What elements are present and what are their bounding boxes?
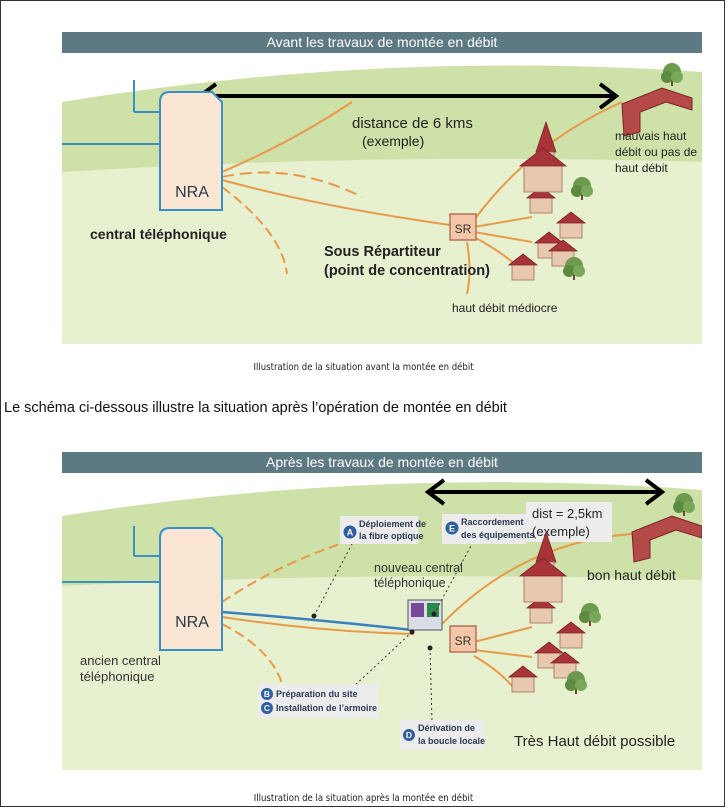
banner-before bbox=[62, 32, 702, 53]
nra-label: NRA bbox=[175, 614, 209, 631]
sr-label: SR bbox=[455, 634, 472, 648]
copper-line bbox=[473, 649, 533, 658]
copper-line bbox=[466, 241, 471, 295]
copper-line bbox=[473, 231, 533, 243]
copper-line bbox=[221, 616, 415, 635]
nra-box bbox=[159, 527, 223, 651]
copper-line bbox=[221, 623, 285, 693]
step-a-badge: A bbox=[347, 528, 354, 538]
step-b-text: Préparation du site bbox=[276, 689, 358, 699]
sr-box bbox=[449, 625, 477, 653]
village bbox=[508, 120, 593, 281]
step-d-callout: D Dérivation de la boucle locale bbox=[400, 720, 485, 750]
step-a-text-2: la fibre optique bbox=[359, 531, 424, 541]
banner-before-title: Avant les travaux de montée en débit bbox=[267, 34, 498, 50]
sr-box bbox=[449, 213, 477, 241]
copper-line bbox=[473, 626, 533, 643]
ancien-label: ancien central bbox=[80, 653, 161, 668]
mauvais-label-3: haut débit bbox=[615, 161, 668, 175]
dist-example: (exemple) bbox=[532, 524, 590, 539]
step-e-badge: E bbox=[449, 524, 455, 534]
copper-line bbox=[221, 179, 451, 226]
remote-house bbox=[631, 493, 702, 563]
fiber-line bbox=[221, 610, 413, 632]
step-d-text: Dérivation de bbox=[418, 723, 475, 733]
central-label: central téléphonique bbox=[90, 226, 227, 242]
bon-label: bon haut débit bbox=[587, 567, 676, 583]
village bbox=[508, 530, 601, 694]
banner-after bbox=[62, 452, 702, 473]
copper-line bbox=[221, 539, 353, 603]
diagram-after: Après les travaux de montée en débit dis… bbox=[62, 452, 702, 770]
copper-line bbox=[221, 101, 353, 173]
remote-house bbox=[621, 63, 693, 137]
caption-before: Illustration de la situation avant la mo… bbox=[253, 362, 474, 373]
step-c-text: Installation de l’armoire bbox=[276, 703, 377, 713]
step-d-text-2: la boucle locale bbox=[418, 736, 485, 746]
ancien-label-2: téléphonique bbox=[80, 669, 154, 684]
step-e-text: Raccordement bbox=[461, 517, 524, 527]
tres-haut-label: Très Haut débit possible bbox=[514, 733, 675, 750]
distance-example: (exemple) bbox=[362, 133, 424, 149]
sous-rep-title: Sous Répartiteur bbox=[324, 244, 441, 260]
nouveau-label: nouveau central bbox=[374, 561, 463, 575]
nra-label: NRA bbox=[175, 184, 209, 201]
caption-after: Illustration de la situation après la mo… bbox=[253, 793, 474, 804]
nouveau-label-2: téléphonique bbox=[374, 576, 446, 590]
copper-line bbox=[473, 216, 533, 228]
body-paragraph: Le schéma ci-dessous illustre la situati… bbox=[4, 400, 507, 416]
copper-line bbox=[221, 171, 363, 198]
nra-box bbox=[159, 91, 223, 211]
step-a-text: Déploiement de bbox=[359, 519, 426, 529]
step-bc-callout: B Préparation du site C Installation de … bbox=[258, 684, 378, 718]
new-cabinet bbox=[407, 599, 443, 631]
step-e-callout: E Raccordement des équipements bbox=[442, 514, 535, 544]
banner-after-title: Après les travaux de montée en débit bbox=[266, 454, 498, 470]
dist-label: dist = 2,5km bbox=[532, 506, 602, 521]
distance-label: distance de 6 kms bbox=[352, 115, 473, 132]
mauvais-label: mauvais haut bbox=[615, 129, 687, 143]
sr-label: SR bbox=[455, 222, 472, 236]
step-d-badge: D bbox=[406, 730, 412, 740]
mediocre-label: haut débit médiocre bbox=[452, 301, 558, 315]
diagram-before: Avant les travaux de montée en débit dis… bbox=[62, 32, 702, 344]
step-e-text-2: des équipements bbox=[461, 530, 535, 540]
mauvais-label-2: débit ou pas de bbox=[615, 145, 697, 159]
sous-rep-subtitle: (point de concentration) bbox=[324, 263, 490, 279]
copper-line bbox=[221, 186, 288, 275]
step-c-badge: C bbox=[264, 703, 270, 713]
step-b-badge: B bbox=[264, 689, 270, 699]
step-a-callout: A Déploiement de la fibre optique bbox=[340, 516, 426, 544]
